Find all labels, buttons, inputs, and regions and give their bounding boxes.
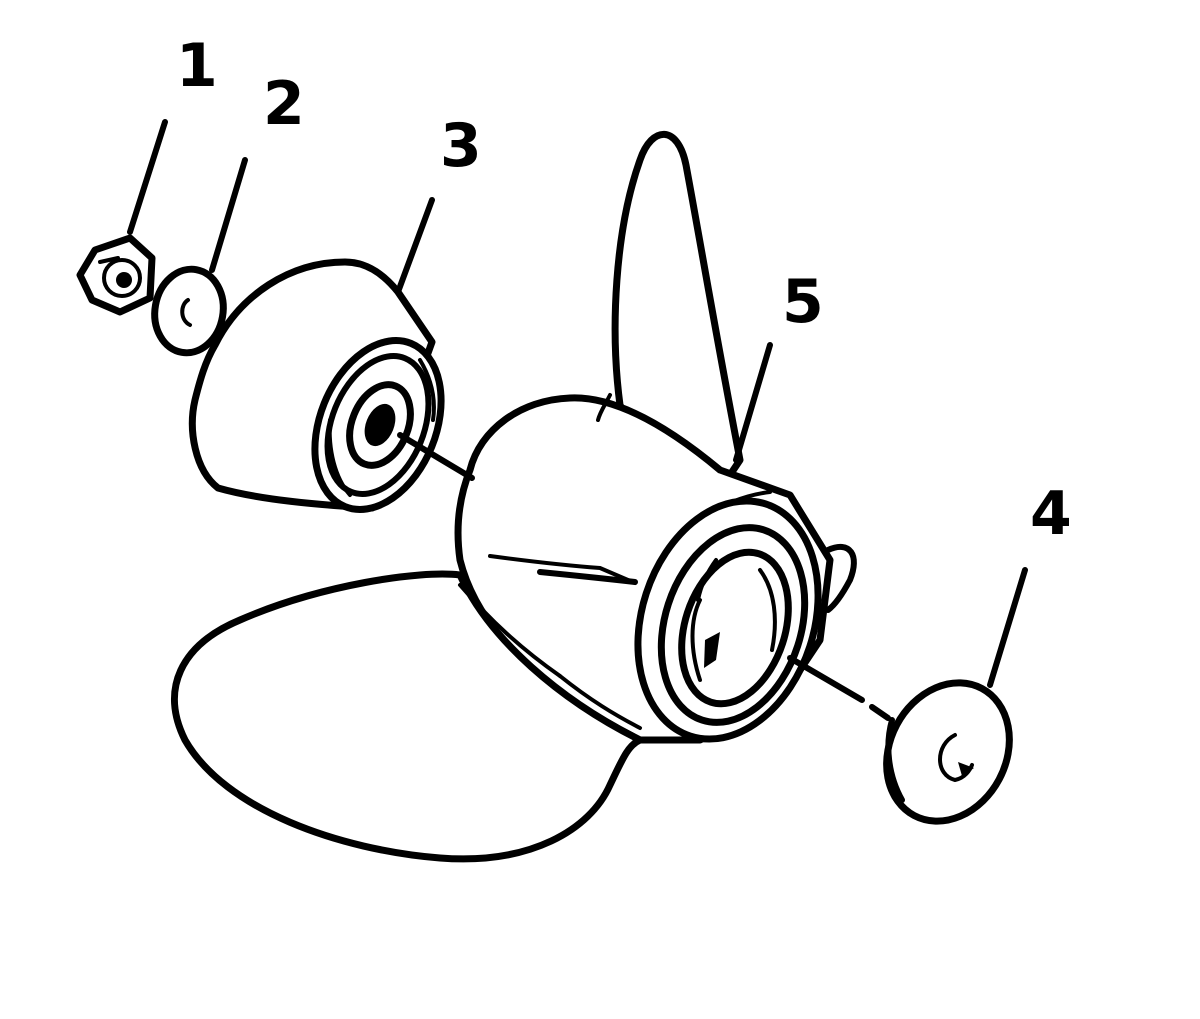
leader-line-1	[127, 119, 168, 235]
callout-4: 4	[1030, 479, 1072, 549]
shaft-axis-line-rear	[787, 655, 865, 703]
callout-2: 2	[263, 69, 305, 139]
propeller-bore	[678, 548, 792, 708]
thrust-hub	[188, 258, 445, 513]
leader-line-4	[987, 567, 1028, 688]
leader-line-2	[209, 157, 248, 273]
nut	[76, 234, 156, 316]
leader-line-3	[395, 197, 435, 295]
propeller-lower-blade	[170, 570, 644, 863]
leader-line-5	[733, 342, 773, 463]
washer-body	[151, 265, 227, 357]
propeller	[170, 130, 857, 863]
rear-washer	[883, 679, 1013, 825]
washer	[151, 265, 227, 357]
shaft-axis-line	[397, 432, 475, 481]
callout-1: 1	[176, 31, 218, 101]
thrust-hub-face-ring	[324, 353, 432, 497]
callout-3: 3	[440, 111, 482, 181]
rear-washer-body	[883, 679, 1013, 825]
callout-5: 5	[782, 267, 824, 337]
